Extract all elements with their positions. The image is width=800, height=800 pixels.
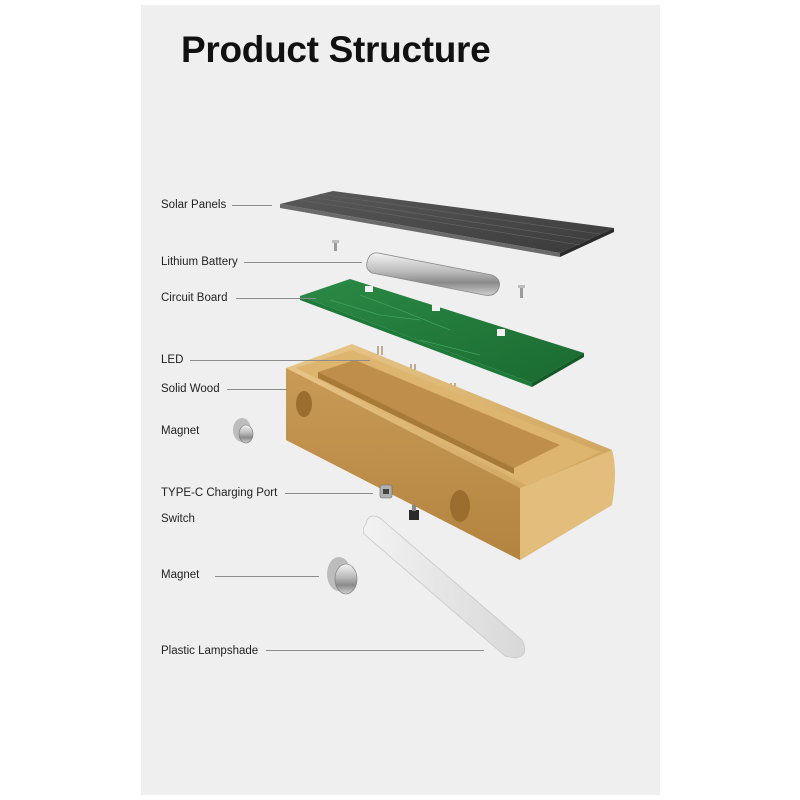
leader-plastic-lampshade — [266, 650, 484, 651]
leader-solid-wood — [227, 389, 287, 390]
leader-solar-panels — [232, 205, 272, 206]
wood-housing-part — [286, 344, 615, 560]
label-led: LED — [161, 354, 184, 366]
leader-circuit-board — [236, 298, 316, 299]
diagram-title: Product Structure — [181, 29, 491, 70]
leader-magnet-large — [215, 576, 319, 577]
switch-part — [409, 505, 419, 520]
screw-part — [332, 240, 525, 298]
label-lithium-battery: Lithium Battery — [161, 256, 238, 268]
solar-panel-part — [280, 191, 614, 257]
label-solar-panels: Solar Panels — [161, 199, 227, 211]
label-plastic-lampshade: Plastic Lampshade — [161, 645, 259, 657]
label-magnet-small: Magnet — [161, 425, 200, 437]
leader-lithium-battery — [244, 262, 362, 263]
label-solid-wood: Solid Wood — [161, 383, 220, 395]
magnet-part-large — [327, 557, 358, 595]
label-magnet-large: Magnet — [161, 569, 200, 581]
leader-type-c-port — [285, 493, 373, 494]
lampshade-part — [362, 515, 526, 659]
label-switch: Switch — [161, 513, 195, 525]
magnet-part-small — [233, 418, 254, 444]
label-circuit-board: Circuit Board — [161, 292, 228, 304]
leader-led — [190, 360, 370, 361]
usb-c-port-part — [379, 484, 393, 499]
circuit-board-part — [300, 279, 584, 387]
label-type-c-charging-port: TYPE-C Charging Port — [161, 487, 278, 499]
battery-part — [366, 252, 500, 296]
